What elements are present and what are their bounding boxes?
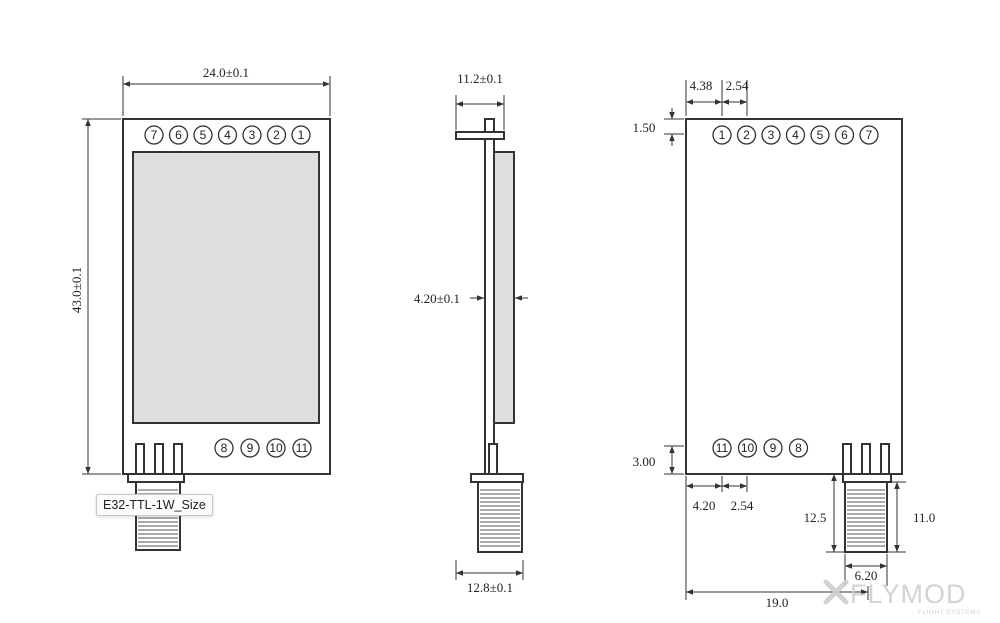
pin-circle [761, 125, 781, 145]
connector-total-label: 11.0 [913, 510, 935, 525]
side-board [484, 118, 495, 475]
pin-number: 6 [841, 128, 848, 142]
bottom-offset-label: 4.20 [693, 498, 716, 513]
pin-number: 10 [269, 441, 283, 455]
pin-circle [736, 125, 757, 145]
pin-number: 7 [866, 128, 873, 142]
front-height-label: 43.0±0.1 [69, 267, 84, 313]
board-width-label: 19.0 [766, 595, 789, 610]
pitch-label: 2.54 [726, 78, 749, 93]
pin-circle [859, 125, 879, 145]
pin-number: 4 [792, 128, 799, 142]
front-view: 7 6 5 4 3 2 1 8 9 10 11 24.0±0.1 43.0±0.1 [69, 65, 331, 551]
side-shield [493, 151, 515, 424]
pin-number: 2 [743, 128, 750, 142]
pin-circle [266, 438, 286, 458]
pin-circle [712, 438, 732, 458]
side-top-label: 11.2±0.1 [457, 71, 503, 86]
pin-circle [217, 125, 238, 145]
pin-number: 6 [175, 128, 182, 142]
pin-circle [193, 125, 213, 145]
top-margin-label: 1.50 [633, 120, 656, 135]
side-pin-header [455, 131, 505, 140]
pin-circle [242, 125, 262, 145]
pin-number: 9 [247, 441, 254, 455]
side-thickness-label: 4.20±0.1 [414, 291, 460, 306]
bottom-pitch-label: 2.54 [731, 498, 754, 513]
rf-connector-pins [127, 443, 185, 483]
pin-circle [240, 438, 260, 458]
pin-circle [737, 438, 758, 458]
pin-number: 1 [298, 128, 305, 142]
sma-connector [135, 481, 181, 551]
pin-circle [266, 125, 287, 145]
connector-height-label: 12.5 [804, 510, 827, 525]
pin-circle [810, 125, 830, 145]
pin-circle [834, 125, 855, 145]
pin-number: 7 [151, 128, 158, 142]
module-label-panel [132, 151, 320, 424]
bottom-margin-label: 3.00 [633, 454, 656, 469]
pin-number: 3 [249, 128, 256, 142]
pin-circle [712, 125, 732, 145]
flymod-x-mark [823, 579, 849, 605]
front-width-label: 24.0±0.1 [203, 65, 249, 80]
pin-circle [168, 125, 189, 145]
pin-number: 11 [296, 441, 309, 455]
pin-circle [785, 125, 806, 145]
side-view: 11.2±0.1 4.20±0.1 12.8±0.1 [414, 71, 528, 595]
pin-circle [214, 438, 234, 458]
back-sma-connector [844, 481, 888, 553]
pin-circle [763, 438, 783, 458]
pin-number: 2 [273, 128, 280, 142]
pin-circle [291, 125, 311, 145]
pin-number: 10 [741, 441, 755, 455]
pin-number: 11 [716, 441, 729, 455]
back-connector-pins [842, 443, 892, 483]
pin-number: 8 [795, 441, 802, 455]
watermark-brand: FLYMOD [850, 579, 967, 609]
pitch-offset-label: 4.38 [690, 78, 713, 93]
back-board-outline [685, 118, 903, 475]
pin-number: 5 [817, 128, 824, 142]
pin-number: 9 [770, 441, 777, 455]
side-sma-connector [477, 481, 523, 553]
pin-number: 1 [719, 128, 726, 142]
pin-number: 4 [224, 128, 231, 142]
pin-number: 3 [768, 128, 775, 142]
pin-number: 8 [221, 441, 228, 455]
image-title-tooltip: E32-TTL-1W_Size [96, 494, 213, 516]
pin-circle [292, 438, 312, 458]
flymod-logo: FLYMOD FLIGHT SYSTEMS [823, 579, 981, 616]
connector-width-label: 6.20 [855, 568, 878, 583]
watermark-tagline: FLIGHT SYSTEMS [918, 609, 981, 616]
pin-number: 5 [200, 128, 207, 142]
pin-circle [144, 125, 164, 145]
pin-circle [788, 438, 809, 458]
side-bottom-label: 12.8±0.1 [467, 580, 513, 595]
